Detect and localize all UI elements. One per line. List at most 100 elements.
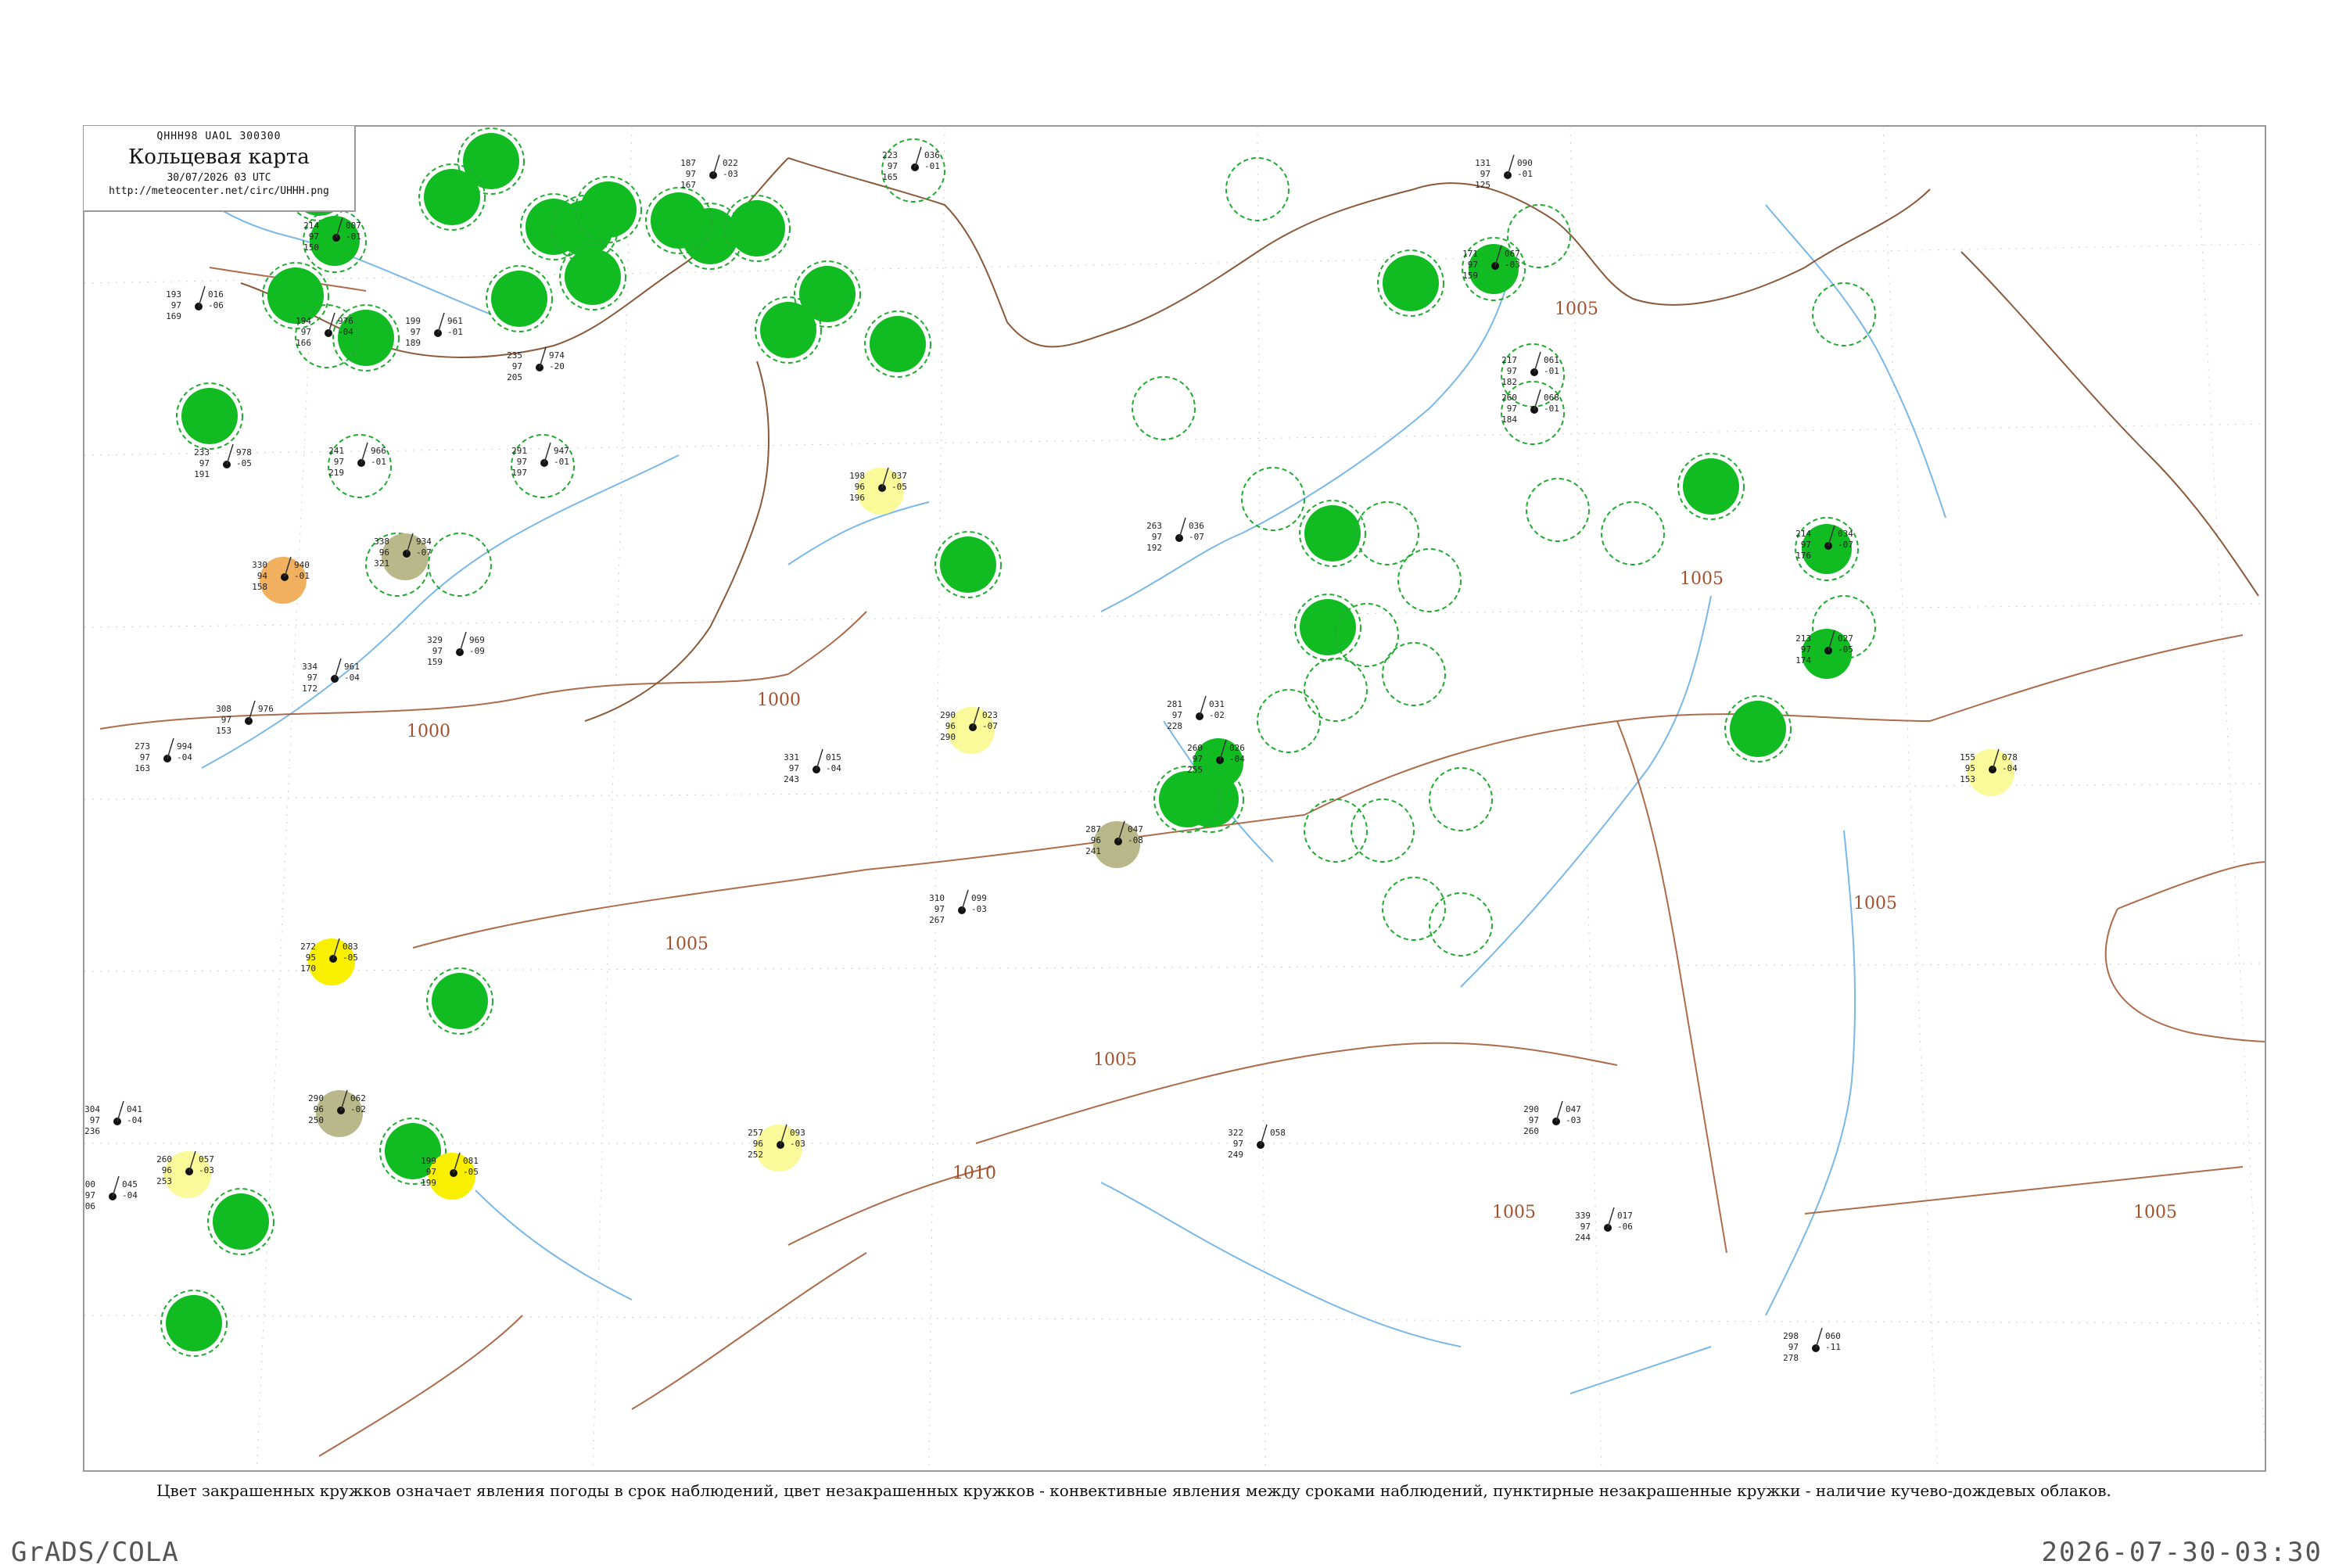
station-pressure-reading: 093 bbox=[790, 1128, 805, 1138]
isobar-label: 1000 bbox=[757, 691, 801, 710]
station-pressure-reading: 969 bbox=[469, 635, 485, 645]
wind-barb bbox=[1494, 245, 1502, 267]
station-pressure-value: 298 bbox=[1783, 1331, 1799, 1341]
station-pressure-reading: 061 bbox=[1544, 355, 1559, 365]
station-tendency: -01 bbox=[294, 571, 310, 581]
station-tendency: -03 bbox=[1566, 1115, 1581, 1125]
map-url[interactable]: http://meteocenter.net/circ/UHHH.png bbox=[109, 185, 329, 197]
station-pressure-reading: 027 bbox=[1838, 633, 1853, 644]
wind-barb bbox=[1260, 1124, 1268, 1146]
station-pressure-reading: 045 bbox=[122, 1179, 138, 1189]
cumulonimbus-ring bbox=[1257, 689, 1321, 753]
station-temp-value: 244 bbox=[1575, 1233, 1591, 1243]
cumulonimbus-ring bbox=[1397, 548, 1462, 612]
station-visibility-value: 97 bbox=[1801, 644, 1811, 655]
cumulonimbus-ring bbox=[1377, 249, 1444, 317]
wind-barb bbox=[328, 312, 335, 334]
station-pressure-value: 199 bbox=[405, 316, 421, 326]
station-pressure-value: 193 bbox=[166, 289, 181, 300]
station-visibility-value: 97 bbox=[309, 231, 319, 242]
cumulonimbus-ring bbox=[295, 304, 359, 368]
station-temp-value: 153 bbox=[216, 726, 231, 736]
synoptic-map: 995 1000 1000 1005 1005 1005 1005 1005 1… bbox=[84, 127, 2265, 1470]
station-pressure-reading: 961 bbox=[447, 316, 463, 326]
station-tendency: -07 bbox=[1189, 532, 1204, 542]
station-pressure-reading: 976 bbox=[338, 316, 353, 326]
wind-barb bbox=[1992, 748, 2000, 770]
wind-barb bbox=[459, 631, 467, 653]
wind-barb bbox=[406, 533, 414, 554]
station-visibility-value: 97 bbox=[140, 752, 150, 762]
isobar-label: 1000 bbox=[407, 722, 450, 741]
station-pressure-value: 330 bbox=[252, 560, 267, 570]
station-pressure-reading: 031 bbox=[1209, 699, 1225, 709]
wind-barb bbox=[881, 467, 889, 489]
wind-barb bbox=[112, 1175, 120, 1197]
station-temp-value: 169 bbox=[166, 311, 181, 321]
station-pressure-value: 214 bbox=[303, 221, 319, 231]
cumulonimbus-ring bbox=[1355, 501, 1419, 565]
wind-barb bbox=[972, 706, 980, 728]
isobar-label: 1005 bbox=[1093, 1050, 1137, 1070]
station-tendency: -04 bbox=[338, 327, 353, 337]
station-temp-value: 236 bbox=[84, 1126, 100, 1136]
station-pressure-value: 304 bbox=[84, 1104, 100, 1114]
station-pressure-reading: 976 bbox=[258, 704, 274, 714]
station-plot[interactable]: 30097206045-04 bbox=[84, 1175, 138, 1211]
wind-barb bbox=[1555, 1100, 1563, 1122]
station-pressure-value: 290 bbox=[940, 710, 956, 720]
station-visibility-value: 97 bbox=[1480, 169, 1490, 179]
station-visibility-value: 96 bbox=[162, 1165, 172, 1175]
wind-barb bbox=[437, 312, 445, 334]
station-pressure-value: 235 bbox=[507, 350, 522, 361]
rain-marker bbox=[213, 1193, 269, 1250]
station-pressure-value: 198 bbox=[849, 471, 865, 481]
rain-marker bbox=[580, 181, 637, 238]
station-tendency: -06 bbox=[1617, 1222, 1633, 1232]
station-pressure-value: 272 bbox=[300, 942, 316, 952]
station-pressure-value: 194 bbox=[296, 316, 311, 326]
station-pressure-reading: 947 bbox=[554, 446, 569, 456]
bulletin-code: QHHH98 UAOL 300300 bbox=[156, 131, 282, 142]
